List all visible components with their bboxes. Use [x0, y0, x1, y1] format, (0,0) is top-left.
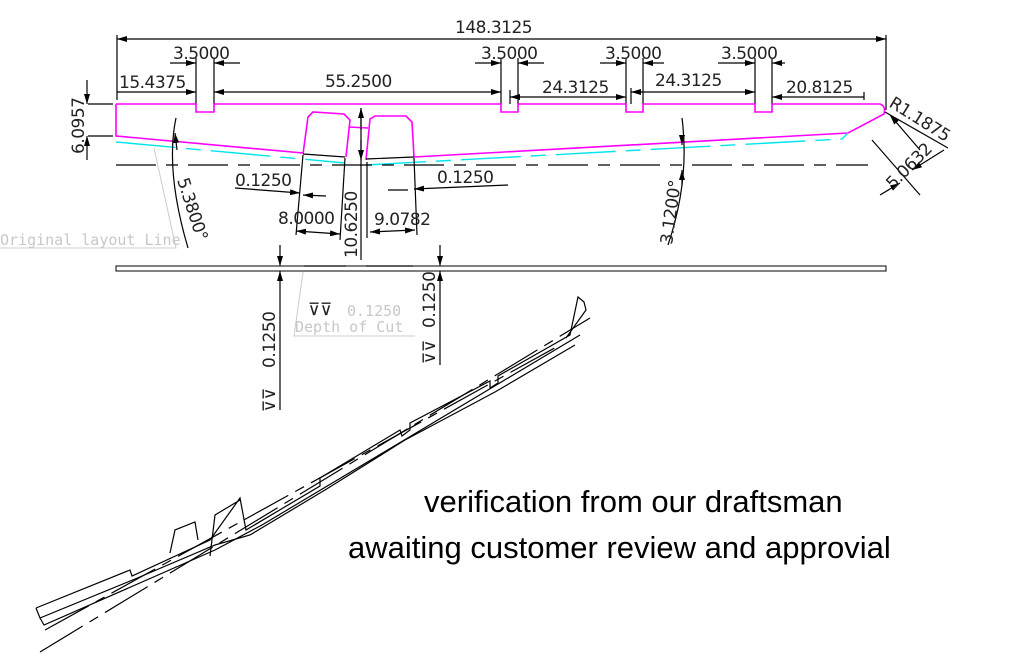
left-offset-label: 15.4375	[119, 73, 186, 93]
gap-main-label: 55.2500	[325, 72, 392, 92]
depth-left-label: 0.1250	[260, 312, 280, 368]
right-tooth	[365, 115, 415, 161]
right-offset-label: 20.8125	[786, 78, 853, 98]
depth-symbol: ⊽⊽	[260, 388, 280, 412]
tooth-offset-left-label: 0.1250	[235, 171, 291, 191]
height-label: 6.0957	[69, 98, 89, 154]
notch-dimensions	[117, 58, 865, 104]
overall-dimension	[116, 35, 887, 110]
depth-note-symbol: ⊽⊽	[308, 300, 332, 320]
depth-note-value: 0.1250	[347, 302, 401, 320]
tooth-right-width-label: 9.0782	[374, 210, 430, 230]
tooth-dimensions	[234, 154, 509, 241]
chamfer-dimensions	[871, 111, 949, 196]
angle-left-arc	[171, 117, 189, 249]
span-1-label: 24.3125	[542, 78, 609, 98]
blade-profile	[115, 103, 886, 158]
chamfer-label: 5.0632	[882, 139, 936, 193]
layout-line	[115, 132, 849, 166]
overall-length-label: 148.3125	[455, 18, 532, 38]
depth-dimensions	[277, 245, 443, 410]
left-tooth	[302, 111, 351, 158]
notch-width-label: 3.5000	[721, 44, 777, 64]
tooth-left-width-label: 8.0000	[278, 209, 334, 229]
span-2-label: 24.3125	[655, 71, 722, 91]
angle-right-label: 3.1200°	[657, 179, 686, 246]
center-height-label: 10.6250	[342, 191, 362, 258]
height-dimension	[84, 80, 113, 160]
side-view-strip	[115, 265, 887, 272]
depth-of-cut-note: Depth of Cut	[295, 318, 403, 336]
message-line-1: verification from our draftsman	[424, 484, 843, 519]
tooth-offset-right-label: 0.1250	[437, 168, 493, 188]
original-layout-note: Original layout Line	[0, 231, 181, 249]
message-line-2: awaiting customer review and approvial	[348, 530, 891, 565]
depth-right-label: 0.1250	[420, 272, 440, 328]
isometric-view	[35, 295, 591, 653]
depth-symbol: ⊽⊽	[420, 340, 440, 364]
notch-width-label: 3.5000	[481, 44, 537, 64]
notch-width-label: 3.5000	[605, 44, 661, 64]
radius-label: R1.1875	[885, 93, 953, 146]
notch-width-label: 3.5000	[173, 44, 229, 64]
